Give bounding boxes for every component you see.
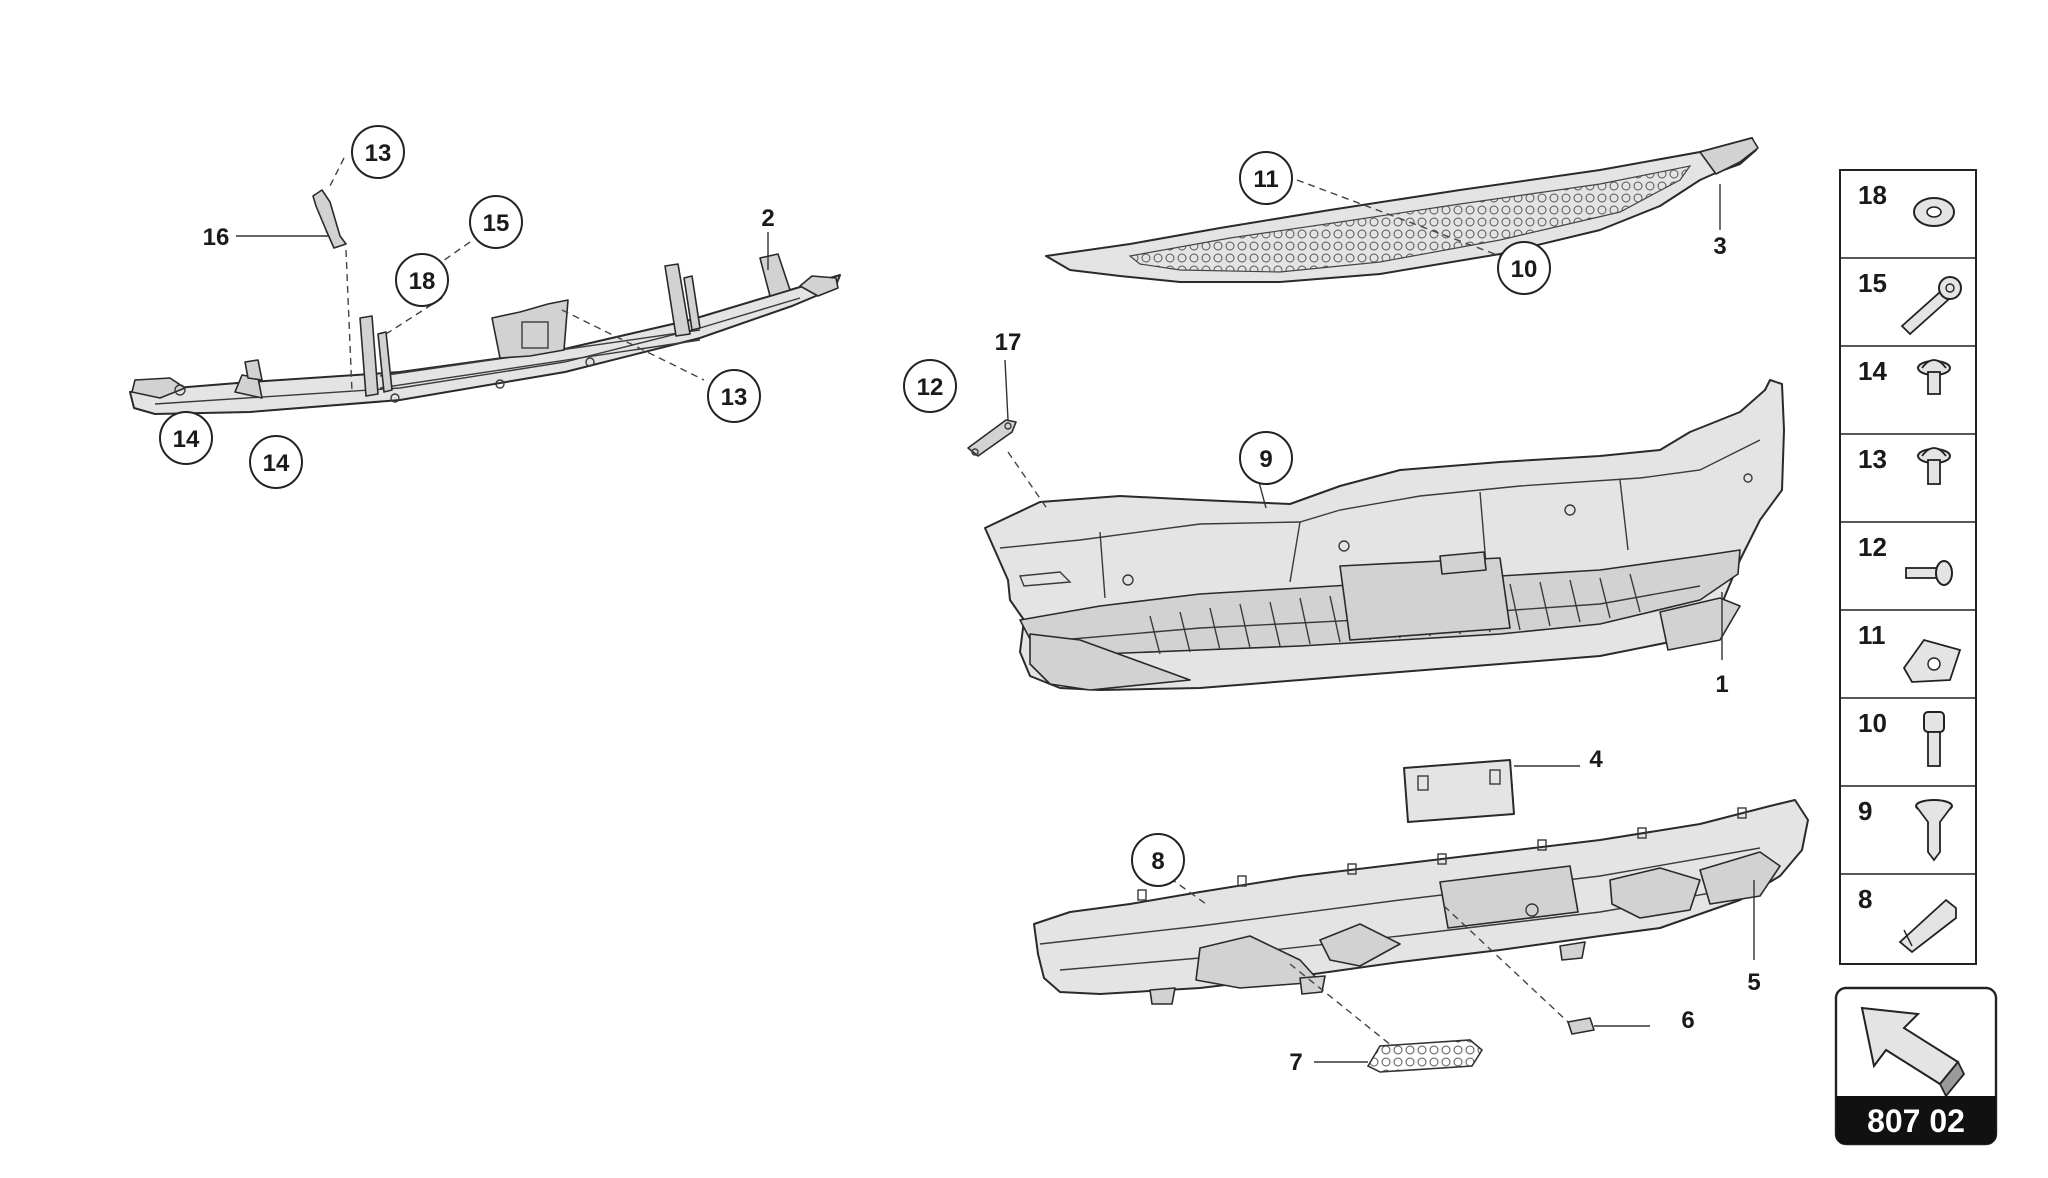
bolt-short-icon [1905,560,1953,586]
callout-14-center: 14 [249,435,303,489]
label-16: 16 [203,224,230,251]
arrow-icon [1860,1006,1966,1098]
leader-lines [236,157,1755,1063]
rear-bumper-part [984,379,1785,691]
callout-8: 8 [1131,833,1185,887]
svg-text:13: 13 [365,140,392,167]
svg-text:9: 9 [1858,796,1872,826]
callout-10: 10 [1497,241,1551,295]
svg-text:15: 15 [483,210,510,237]
bracket-17-part [967,419,1017,457]
svg-text:13: 13 [721,384,748,411]
legend-item-11: 11 [1858,620,1962,683]
label-6: 6 [1681,1007,1694,1034]
svg-text:11: 11 [1253,166,1278,193]
grille-7-part [1366,1039,1484,1073]
svg-text:13: 13 [1858,444,1887,474]
clip-6-part [1567,1017,1595,1035]
bracket-16-part [312,189,347,249]
screw-flange-icon [1917,447,1951,485]
callout-9: 9 [1239,431,1293,485]
callout-18: 18 [395,253,449,307]
fastener-legend: 18 15 14 13 [1839,169,1977,965]
legend-item-14: 14 [1858,356,1951,395]
label-4: 4 [1589,746,1603,773]
svg-text:11: 11 [1858,620,1886,650]
svg-text:14: 14 [1858,356,1887,386]
washer-icon [1913,197,1955,227]
svg-text:18: 18 [409,268,436,295]
label-3: 3 [1713,233,1726,260]
svg-text:12: 12 [1858,532,1887,562]
screw-flange-icon [1917,359,1951,395]
clip-nut-icon [1902,638,1962,683]
expansion-clip-icon [1898,898,1957,954]
callout-13-center: 13 [707,369,761,423]
hex-socket-screw-icon [1923,711,1945,767]
plate-holder-part [1403,759,1515,823]
callout-15: 15 [469,195,523,249]
callout-11: 11 [1239,151,1293,205]
legend-item-8: 8 [1858,884,1957,954]
legend-item-10: 10 [1858,708,1945,767]
bolt-long-icon [1900,276,1962,336]
callout-13-top: 13 [351,125,405,179]
callout-12: 12 [903,359,957,413]
legend-item-13: 13 [1858,444,1951,485]
diagram-code: 807 02 [1867,1103,1965,1139]
label-1: 1 [1715,671,1728,698]
svg-text:15: 15 [1858,268,1887,298]
diagram-code-box: 807 02 [1834,986,1998,1146]
countersunk-screw-icon [1915,799,1953,862]
svg-text:14: 14 [173,426,200,453]
lower-diffuser-part [1033,799,1809,1005]
callout-14-left: 14 [159,411,213,465]
svg-text:10: 10 [1511,256,1538,283]
svg-text:8: 8 [1151,848,1164,875]
svg-text:18: 18 [1858,180,1887,210]
svg-text:8: 8 [1858,884,1872,914]
legend-item-9: 9 [1858,796,1953,862]
svg-text:12: 12 [917,374,944,401]
diffuser-grille-part [1045,137,1759,283]
cross-member-part [129,253,841,415]
legend-item-12: 12 [1858,532,1953,586]
label-17: 17 [995,329,1022,356]
legend-item-18: 18 [1858,180,1955,227]
legend-item-15: 15 [1858,268,1962,336]
svg-text:9: 9 [1259,446,1272,473]
label-7: 7 [1289,1049,1302,1076]
svg-text:14: 14 [263,450,290,477]
label-5: 5 [1747,969,1760,996]
svg-text:10: 10 [1858,708,1887,738]
label-2: 2 [761,205,774,232]
